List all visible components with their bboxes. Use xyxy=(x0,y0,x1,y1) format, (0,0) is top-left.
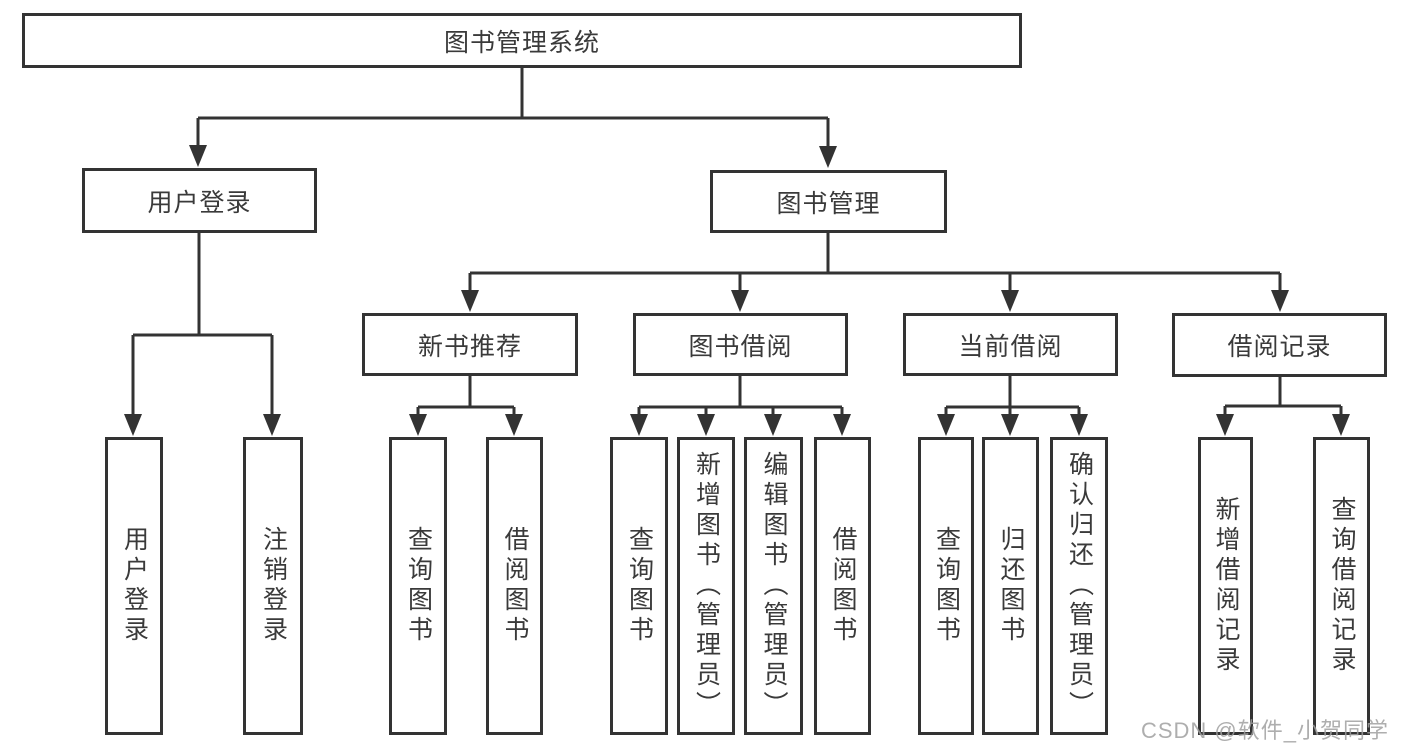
node-new-book-recommend: 新书推荐 xyxy=(362,313,578,376)
leaf-logout: 注销登录 xyxy=(243,437,303,735)
leaf-query-borrow-record: 查询借阅记录 xyxy=(1313,437,1370,735)
leaf-edit-book-admin: 编辑图书（管理员） xyxy=(744,437,803,735)
leaf-query-books-recommend: 查询图书 xyxy=(389,437,447,735)
node-user-login: 用户登录 xyxy=(82,168,317,233)
leaf-query-books-current: 查询图书 xyxy=(918,437,974,735)
node-root-library-system: 图书管理系统 xyxy=(22,13,1022,68)
leaf-add-borrow-record: 新增借阅记录 xyxy=(1198,437,1253,735)
node-book-management: 图书管理 xyxy=(710,170,947,233)
leaf-confirm-return-admin: 确认归还（管理员） xyxy=(1050,437,1108,735)
leaf-query-books-borrow: 查询图书 xyxy=(610,437,668,735)
node-current-borrow: 当前借阅 xyxy=(903,313,1118,376)
node-borrow-records: 借阅记录 xyxy=(1172,313,1387,377)
leaf-return-book: 归还图书 xyxy=(982,437,1039,735)
leaf-borrow-books-recommend: 借阅图书 xyxy=(486,437,543,735)
watermark: CSDN @软件_小贺同学 xyxy=(1140,718,1389,743)
node-book-borrow: 图书借阅 xyxy=(633,313,848,376)
leaf-user-login: 用户登录 xyxy=(105,437,163,735)
leaf-borrow-books: 借阅图书 xyxy=(814,437,871,735)
leaf-add-book-admin: 新增图书（管理员） xyxy=(677,437,735,735)
